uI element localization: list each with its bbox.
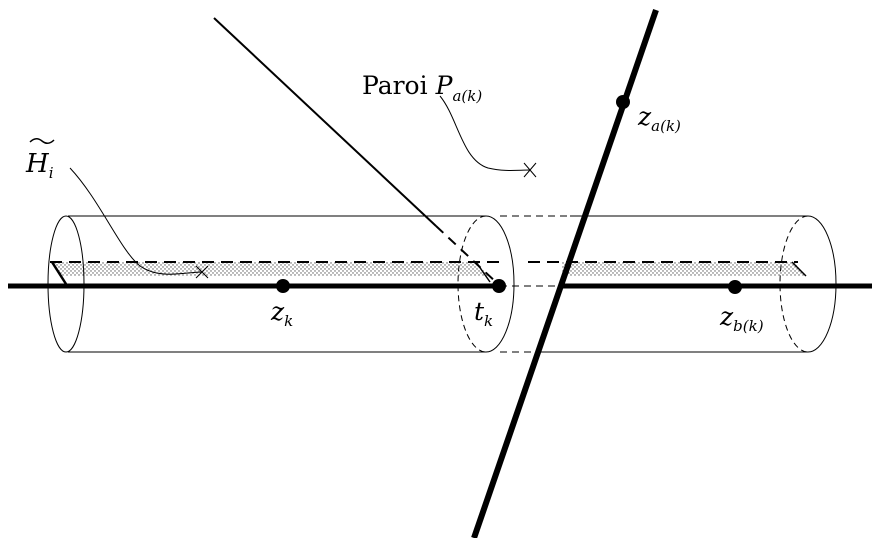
points <box>276 95 742 294</box>
left-cylinder-right-rim-hidden <box>457 215 487 353</box>
left-half-plane-left-slant <box>50 261 68 285</box>
right-shaded-strip <box>562 262 806 276</box>
label-z-k: zk <box>270 297 293 330</box>
svg-text:Hi: Hi <box>25 149 54 182</box>
h-tilde-pointer-cross <box>195 265 209 279</box>
label-h-tilde: Hi <box>25 138 55 182</box>
tilde-mark <box>29 138 55 144</box>
right-half-plane-right-slant <box>791 261 807 277</box>
label-t-k: tk <box>474 297 493 330</box>
right-cylinder-rim-hidden <box>779 215 809 353</box>
left-shaded-strip <box>52 262 488 276</box>
thin-diagonal-line <box>213 17 499 285</box>
label-z-a: za(k) <box>637 102 681 135</box>
right-cylinder <box>528 215 837 353</box>
paroi-pointer <box>439 95 531 171</box>
point-z-a <box>616 95 630 109</box>
pointer-curves <box>69 95 537 279</box>
point-t-k <box>492 279 506 293</box>
label-z-b: zb(k) <box>719 302 764 335</box>
point-z-k <box>276 279 290 293</box>
left-cylinder-right-rim-visible <box>485 215 515 353</box>
left-cylinder <box>47 215 515 353</box>
h-tilde-pointer <box>69 167 203 275</box>
paroi-pointer-cross <box>523 162 537 178</box>
point-z-b <box>728 280 742 294</box>
